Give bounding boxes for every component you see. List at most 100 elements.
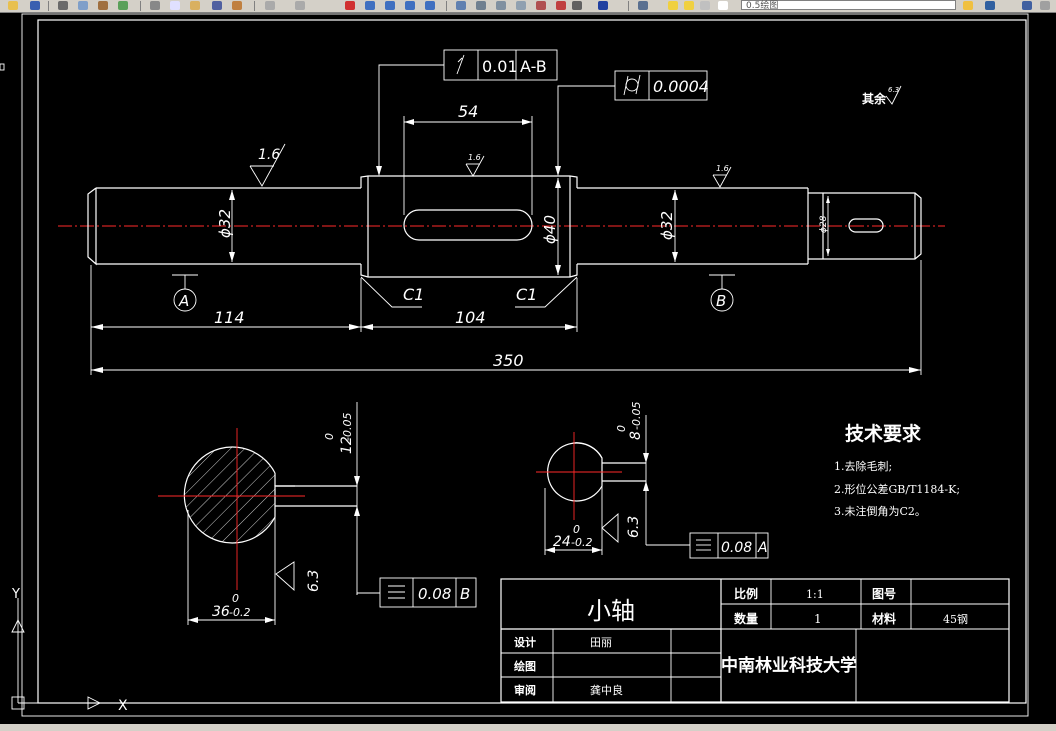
pan-hand-icon[interactable]: [1022, 1, 1032, 10]
tech-req-item-2: 2.形位公差GB/T1184-K;: [834, 482, 960, 496]
sec1-depth-tol: -0.2: [229, 606, 250, 619]
rough-note-value: 6.3: [888, 86, 899, 94]
print-icon[interactable]: [58, 1, 68, 10]
inner-frame: [37, 19, 1027, 704]
chamfer-left-label: C1: [403, 285, 424, 304]
zoom-window-icon[interactable]: [385, 1, 395, 10]
title-block: [500, 578, 1010, 703]
sec1-roughness: 6.3: [306, 570, 322, 592]
markup-icon[interactable]: [536, 1, 546, 10]
preview-icon[interactable]: [78, 1, 88, 10]
cut-icon[interactable]: [150, 1, 160, 10]
zoom-extents-icon[interactable]: [425, 1, 435, 10]
roughness-symbol-2: [465, 155, 485, 177]
layer-lock-icon[interactable]: [700, 1, 710, 10]
roughness-symbol-3: [712, 166, 732, 188]
sec1-symmetry-tolerance: 0.08: [418, 585, 451, 603]
sec2-symmetry-tolerance: 0.08: [721, 540, 752, 556]
toolbar-separator: [446, 1, 447, 11]
outer-frame: [21, 13, 1029, 717]
redo-icon[interactable]: [295, 1, 305, 10]
keyway-length-dim: [403, 116, 533, 215]
zoom-previous-icon[interactable]: [405, 1, 415, 10]
datum-symbol-a: [172, 274, 198, 312]
tech-req-title: 技术要求: [845, 422, 922, 445]
gtol-cylindricity-tolerance: 0.0004: [653, 77, 709, 96]
toolbar-separator: [254, 1, 255, 11]
paste-icon[interactable]: [190, 1, 200, 10]
design-center-icon[interactable]: [476, 1, 486, 10]
keyway-slot-small: [848, 218, 884, 233]
diameter-dim-28: [826, 196, 830, 256]
keyway-slot-large: [403, 209, 533, 241]
publish-icon[interactable]: [98, 1, 108, 10]
gtol-runout-tolerance: 0.01: [482, 57, 518, 76]
layer-previous-icon[interactable]: [985, 1, 995, 10]
layer-dropdown-value: 0.5绘图: [746, 1, 779, 11]
ucs-y-label: Y: [11, 587, 20, 602]
sec2-width-tol-zero: 0: [615, 425, 628, 432]
help-icon[interactable]: [598, 1, 608, 10]
ucs-x-label: X: [118, 698, 128, 714]
gtol-runout-datum: A-B: [520, 57, 547, 76]
layer-freeze-icon[interactable]: [684, 1, 694, 10]
pan-icon[interactable]: [345, 1, 355, 10]
open-icon[interactable]: [8, 1, 18, 10]
layer-dropdown[interactable]: 0.5绘图: [741, 0, 956, 11]
zoom-realtime-icon[interactable]: [365, 1, 375, 10]
make-current-icon[interactable]: [963, 1, 973, 10]
dim-350-label: 350: [493, 351, 524, 370]
sec1-depth-value: 36: [212, 604, 230, 620]
scale-label: 比例: [734, 586, 758, 601]
save-icon[interactable]: [30, 1, 40, 10]
properties-icon[interactable]: [456, 1, 466, 10]
sec2-width-tol: -0.05: [630, 402, 643, 430]
quickcalc-icon[interactable]: [556, 1, 566, 10]
plot-icon[interactable]: [118, 1, 128, 10]
orbit-icon[interactable]: [1040, 1, 1050, 10]
table-icon[interactable]: [572, 1, 582, 10]
match-properties-icon[interactable]: [212, 1, 222, 10]
rough-note-label: 其余: [862, 91, 887, 106]
part-name: 小轴: [587, 597, 635, 625]
gtol-cylindricity-frame: [555, 70, 708, 176]
sec2-depth-value: 24: [553, 534, 571, 550]
tech-req-item-3: 3.未注倒角为C2。: [834, 504, 926, 518]
draw-label: 绘图: [514, 659, 536, 673]
layer-color-icon[interactable]: [718, 1, 728, 10]
toolbar-separator: [140, 1, 141, 11]
qty-label: 数量: [734, 611, 758, 626]
undo-icon[interactable]: [265, 1, 275, 10]
sec1-depth-tol-zero: 0: [232, 592, 239, 605]
dim-114-label: 114: [214, 308, 245, 327]
design-label: 设计: [514, 635, 536, 649]
gtol-runout-frame: [376, 49, 558, 176]
layer-on-icon[interactable]: [668, 1, 678, 10]
qty-value: 1: [814, 612, 822, 626]
shaft-outline: [87, 175, 922, 278]
review-name: 龚中良: [590, 683, 623, 697]
sheet-set-icon[interactable]: [516, 1, 526, 10]
sec2-symmetry-datum: A: [757, 540, 768, 556]
sec2-roughness: 6.3: [626, 516, 642, 538]
sec2-depth-tol-zero: 0: [573, 523, 580, 536]
chamfer-leader-right: [515, 276, 578, 308]
diameter-dim-32-left: [229, 190, 235, 262]
sec2-symmetry-frame: [689, 532, 769, 559]
toolbar-separator: [48, 1, 49, 11]
copy-icon[interactable]: [170, 1, 180, 10]
scale-value: 1:1: [806, 588, 824, 601]
drawing-no-label: 图号: [872, 586, 896, 601]
toolbar: 0.5绘图: [0, 0, 1056, 13]
design-name: 田丽: [590, 636, 612, 649]
dim-104-label: 104: [455, 308, 486, 327]
datum-symbol-b: [709, 274, 735, 312]
layer-manager-icon[interactable]: [638, 1, 648, 10]
section-view-1: [158, 402, 380, 625]
block-editor-icon[interactable]: [232, 1, 242, 10]
roughness-label-1: 1.6: [258, 147, 280, 163]
sec1-width-tol-zero: 0: [323, 433, 336, 440]
material-value: 45钢: [943, 613, 968, 626]
tool-palettes-icon[interactable]: [496, 1, 506, 10]
